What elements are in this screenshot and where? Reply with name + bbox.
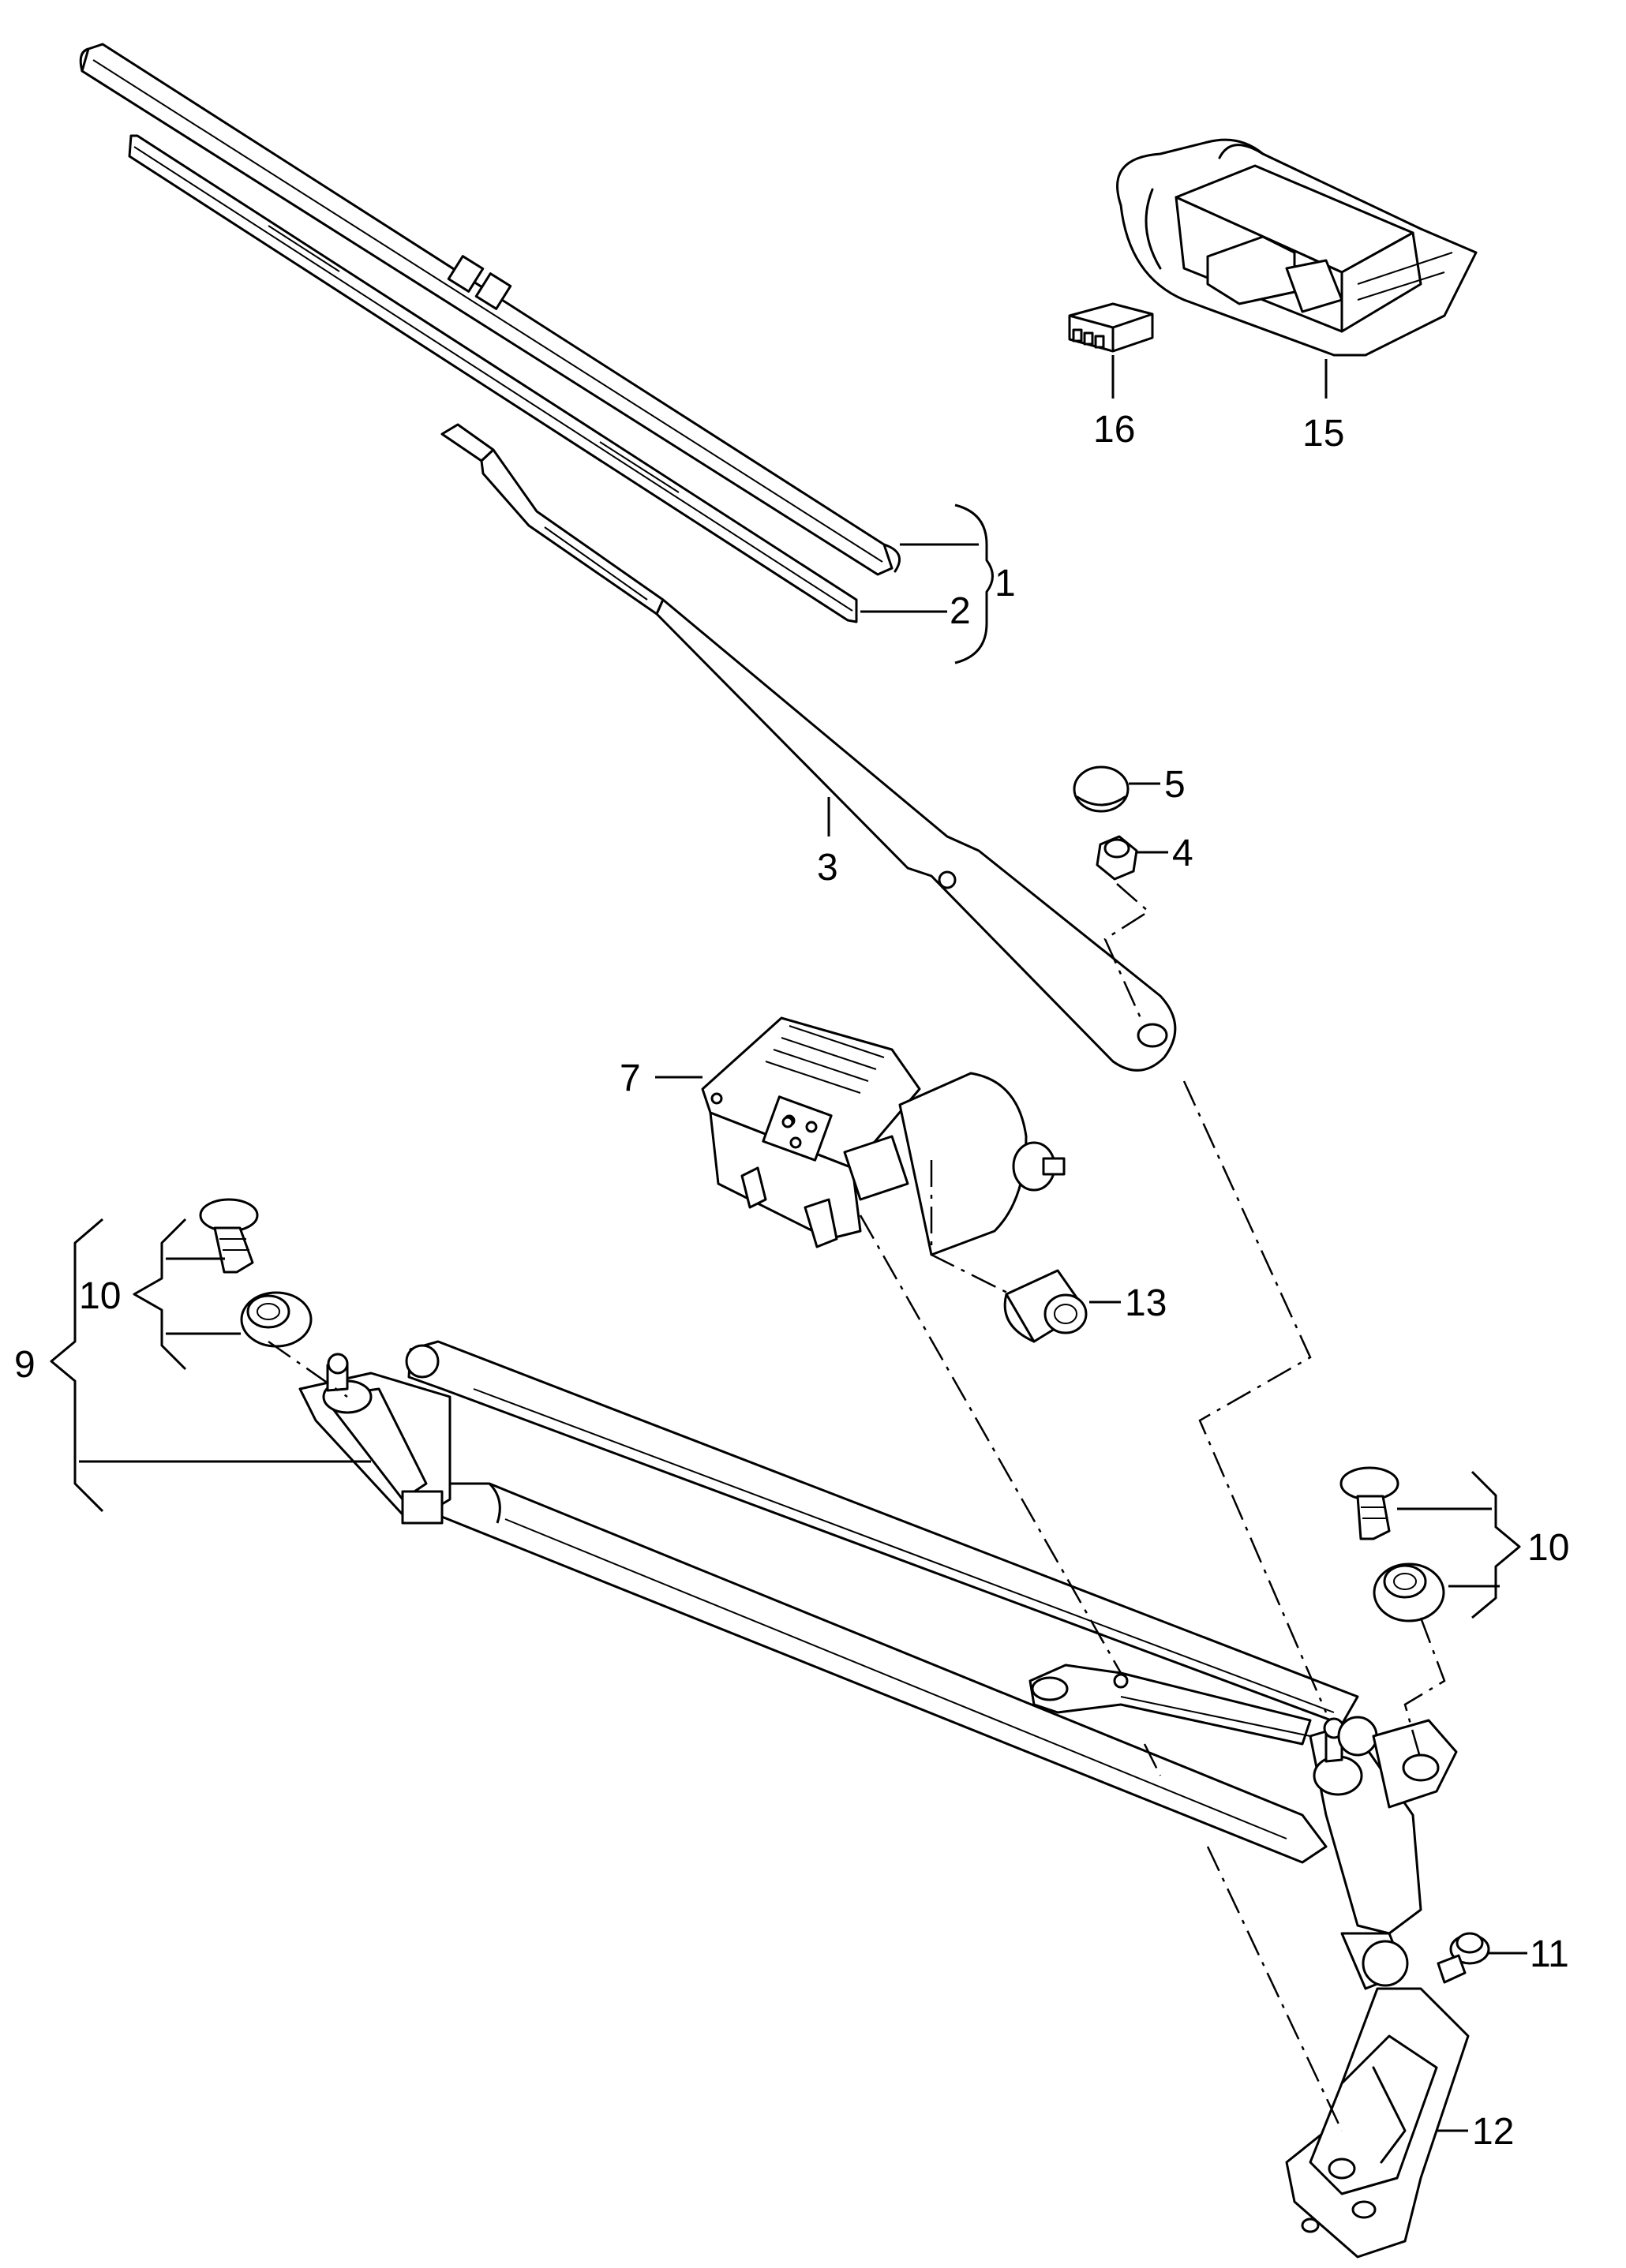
callout-10-right: 10 [1527,1527,1569,1569]
wiper-rubber-insert [128,134,858,623]
grommet-left [240,1291,313,1348]
callout-5: 5 [1164,764,1186,806]
assembly-lines [268,883,1446,2131]
wiper-motor [701,1016,1066,1256]
callout-9: 9 [14,1344,36,1386]
callout-2: 2 [950,590,971,632]
mounting-bracket [1285,1987,1470,2259]
callout-labels: 1 2 3 4 5 7 9 10 10 11 12 13 15 16 [14,409,1569,2153]
callout-10-left: 10 [79,1275,121,1317]
relay-connector [1068,302,1154,353]
bolt-right [1339,1466,1399,1540]
callout-3: 3 [817,847,838,889]
grommet-right [1373,1563,1445,1622]
callout-7: 7 [620,1057,641,1099]
leader-lines [50,355,1527,2132]
callout-12: 12 [1472,2111,1514,2153]
callout-16: 16 [1093,409,1135,451]
wiper-blade [79,43,901,576]
wiper-linkage-frame [298,1340,1458,1990]
bolt-left [199,1198,259,1274]
callout-13: 13 [1125,1282,1167,1324]
small-bolt [1437,1932,1490,1984]
control-unit [1116,138,1478,357]
callout-1: 1 [995,563,1016,604]
callout-15: 15 [1302,413,1344,455]
electrical-connector [1003,1269,1088,1343]
callout-4: 4 [1172,833,1193,874]
cover-cap [1073,765,1130,813]
wiper-arm [440,423,1177,1072]
callout-11: 11 [1530,1933,1569,1975]
hex-nut [1096,835,1138,881]
